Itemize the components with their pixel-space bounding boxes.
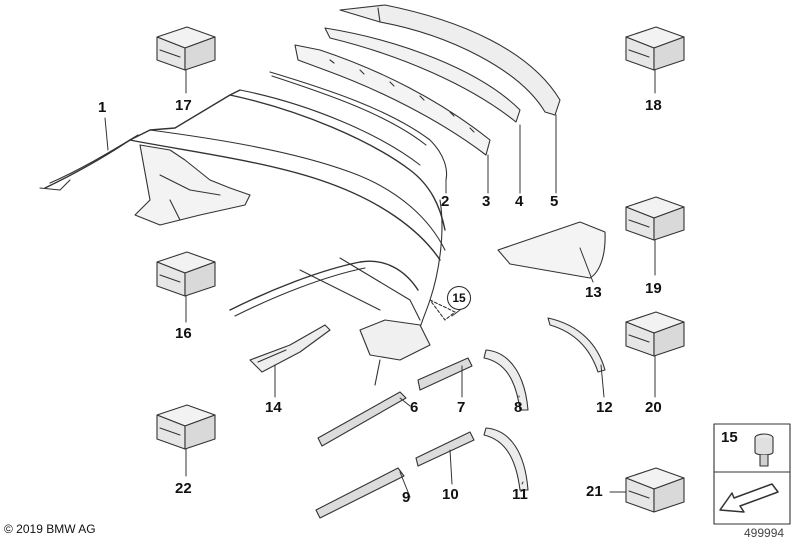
callout-13: 13	[585, 284, 602, 301]
callout-6: 6	[410, 399, 419, 416]
box-icon-16	[156, 251, 216, 297]
diagram-id: 499994	[744, 526, 785, 540]
callout-19: 19	[645, 280, 662, 297]
box-icon-17	[156, 26, 216, 71]
strip-7	[417, 357, 473, 391]
seal-strip-3	[294, 44, 491, 156]
copyright-text: © 2019 BMW AG	[4, 522, 96, 536]
arrow-icon	[719, 483, 779, 513]
roof-frame-assembly	[39, 89, 446, 386]
strip-10	[415, 431, 475, 467]
trim-4	[324, 27, 521, 123]
strip-9	[315, 467, 405, 519]
strip-6	[317, 391, 407, 447]
panel-13	[497, 221, 606, 279]
callout-2: 2	[441, 193, 450, 210]
callout-10: 10	[442, 486, 459, 503]
callout-8: 8	[514, 399, 523, 416]
callout-4: 4	[515, 193, 524, 210]
leader-lines	[104, 69, 656, 498]
box-icon-20	[625, 311, 685, 357]
trim-5	[339, 4, 561, 116]
callout-18: 18	[645, 97, 662, 114]
callout-16: 16	[175, 325, 192, 342]
callout-15-circled: 15	[447, 286, 471, 310]
callout-5: 5	[550, 193, 559, 210]
callout-7: 7	[457, 399, 466, 416]
part-14	[249, 324, 331, 373]
box-icon-21	[625, 467, 685, 513]
callout-11: 11	[512, 486, 528, 503]
legend-part-number: 15	[721, 429, 738, 446]
trim-12	[547, 317, 606, 373]
box-icon-19	[625, 196, 685, 241]
callout-17: 17	[175, 97, 192, 114]
legend-art	[713, 423, 791, 525]
callout-1: 1	[98, 99, 107, 116]
callout-20: 20	[645, 399, 662, 416]
trim-11	[483, 427, 529, 491]
callout-12: 12	[596, 399, 613, 416]
callout-14: 14	[265, 399, 282, 416]
callout-22: 22	[175, 480, 192, 497]
box-icon-18	[625, 26, 685, 71]
callout-3: 3	[482, 193, 491, 210]
callout-21: 21	[586, 483, 603, 500]
part-15-clip	[429, 299, 456, 321]
trim-8	[483, 349, 529, 411]
box-icon-22	[156, 404, 216, 450]
callout-9: 9	[402, 489, 411, 506]
seal-strip-2	[269, 71, 448, 181]
